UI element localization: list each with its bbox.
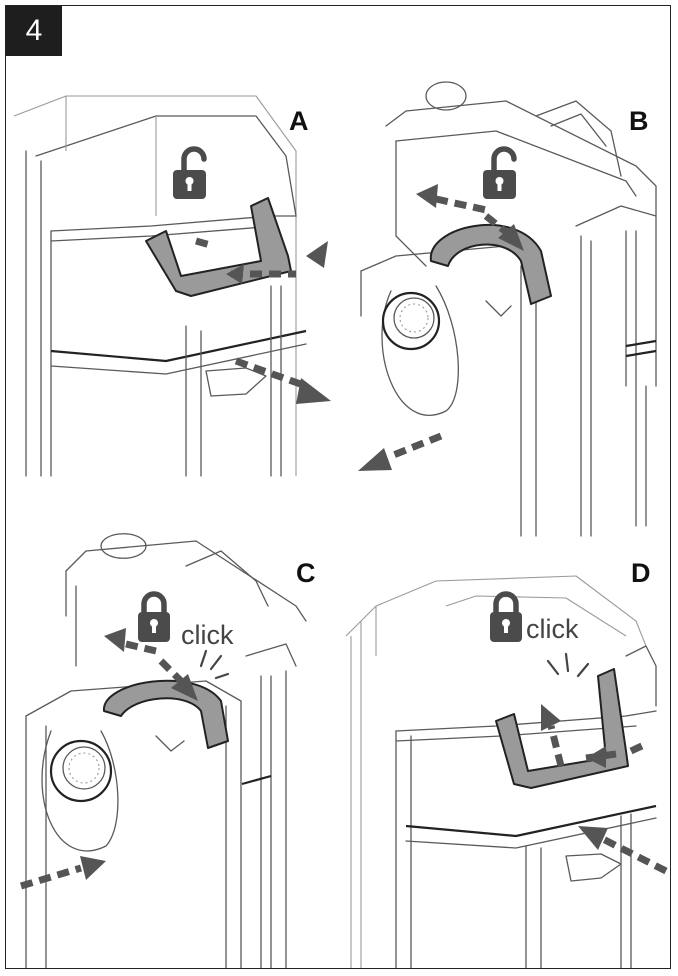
panel-b: B bbox=[336, 56, 670, 537]
panel-d-illustration bbox=[345, 575, 668, 968]
click-label-d: click bbox=[526, 614, 579, 644]
locked-padlock-icon bbox=[138, 591, 170, 642]
panel-c-illustration bbox=[19, 533, 307, 968]
panel-a: A bbox=[6, 56, 336, 477]
dashed-arrow-icon bbox=[19, 628, 198, 890]
dashed-arrow-icon bbox=[358, 184, 524, 471]
step-number-badge: 4 bbox=[6, 6, 62, 56]
instruction-figure: 4 A bbox=[5, 5, 671, 969]
unlocked-padlock-icon bbox=[173, 146, 207, 199]
locked-padlock-icon bbox=[490, 591, 522, 642]
dashed-arrow-icon bbox=[541, 704, 668, 875]
unlocked-padlock-icon bbox=[483, 146, 517, 199]
panel-a-illustration bbox=[13, 95, 331, 477]
click-burst-icon bbox=[199, 649, 230, 680]
panel-d-letter: D bbox=[631, 558, 651, 588]
click-label-c: click bbox=[181, 620, 234, 650]
panel-b-illustration bbox=[358, 81, 657, 537]
panel-a-letter: A bbox=[289, 106, 309, 136]
panel-c: C click bbox=[6, 526, 336, 968]
click-burst-icon bbox=[546, 652, 590, 678]
panel-b-letter: B bbox=[629, 106, 649, 136]
panel-c-letter: C bbox=[296, 558, 316, 588]
panel-d: D click bbox=[336, 526, 670, 968]
dashed-arrow-icon bbox=[195, 237, 331, 404]
